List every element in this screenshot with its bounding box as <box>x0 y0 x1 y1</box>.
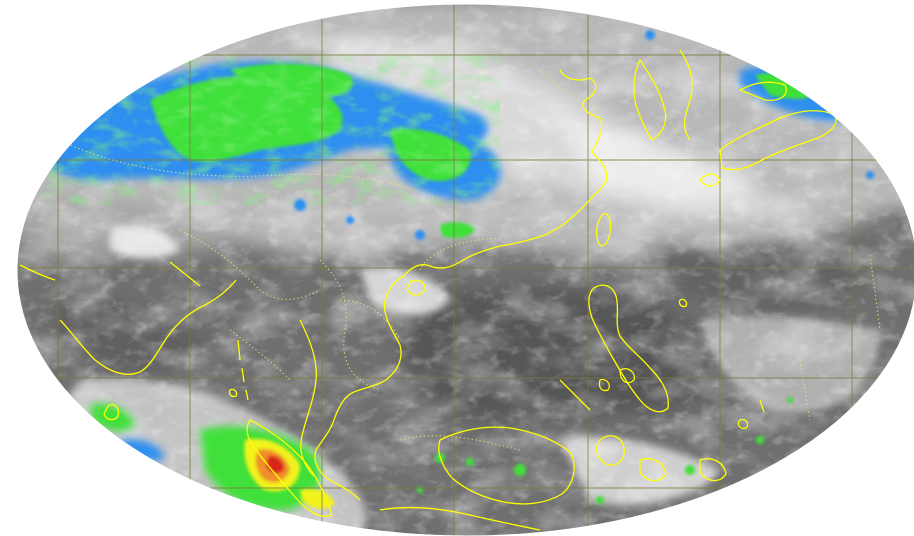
coast-japan <box>719 110 837 171</box>
coast-sulawesi <box>595 435 625 466</box>
coast-hainan <box>406 279 426 296</box>
coast-philippines <box>588 284 669 413</box>
coast-india <box>59 279 237 375</box>
coast-korea <box>633 59 667 141</box>
coast-china <box>403 69 608 277</box>
country-borders <box>59 69 881 451</box>
coast-indochina <box>314 275 405 501</box>
coast-taiwan <box>595 213 612 247</box>
coast-sumatra <box>246 419 333 517</box>
coastlines <box>19 49 837 531</box>
coast-borneo <box>438 426 575 505</box>
map-frame <box>16 3 914 536</box>
